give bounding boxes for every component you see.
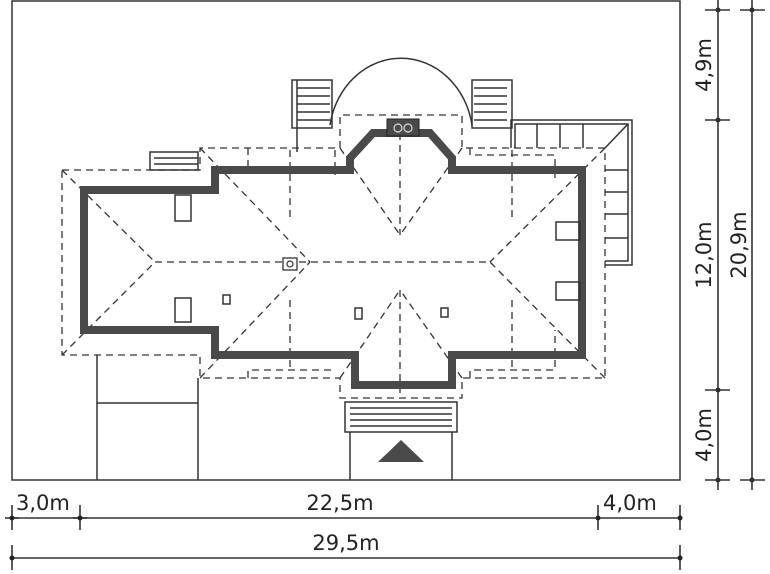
building-walls xyxy=(80,129,586,389)
rounded-terrace xyxy=(329,57,473,126)
roof-ridges xyxy=(61,133,606,398)
dim-bottom-middle: 22,5m xyxy=(306,491,373,515)
dim-right-bottom: 4,0m xyxy=(692,408,716,462)
plot-boundary xyxy=(11,0,681,481)
dim-bottom-total: 29,5m xyxy=(312,531,379,555)
dim-right-top: 4,9m xyxy=(692,38,716,92)
entrance-stairs xyxy=(344,401,458,433)
stairs-right xyxy=(471,79,513,129)
chimney xyxy=(386,118,420,137)
terrace-right xyxy=(510,119,633,266)
stairs-top-left xyxy=(149,151,199,171)
dim-right-total: 20,9m xyxy=(727,211,751,278)
stairs-left xyxy=(291,79,333,152)
dimension-dots xyxy=(9,7,755,561)
roof-windows xyxy=(174,194,581,323)
dim-bottom-left: 3,0m xyxy=(16,491,70,515)
dim-bottom-right: 4,0m xyxy=(603,491,657,515)
dim-right-middle: 12,0m xyxy=(692,221,716,288)
right-dimension-lines xyxy=(705,0,765,490)
chimney-small xyxy=(282,257,298,271)
roof-outline xyxy=(61,114,606,399)
entrance-arrow-icon xyxy=(378,440,424,462)
paths xyxy=(96,355,453,480)
